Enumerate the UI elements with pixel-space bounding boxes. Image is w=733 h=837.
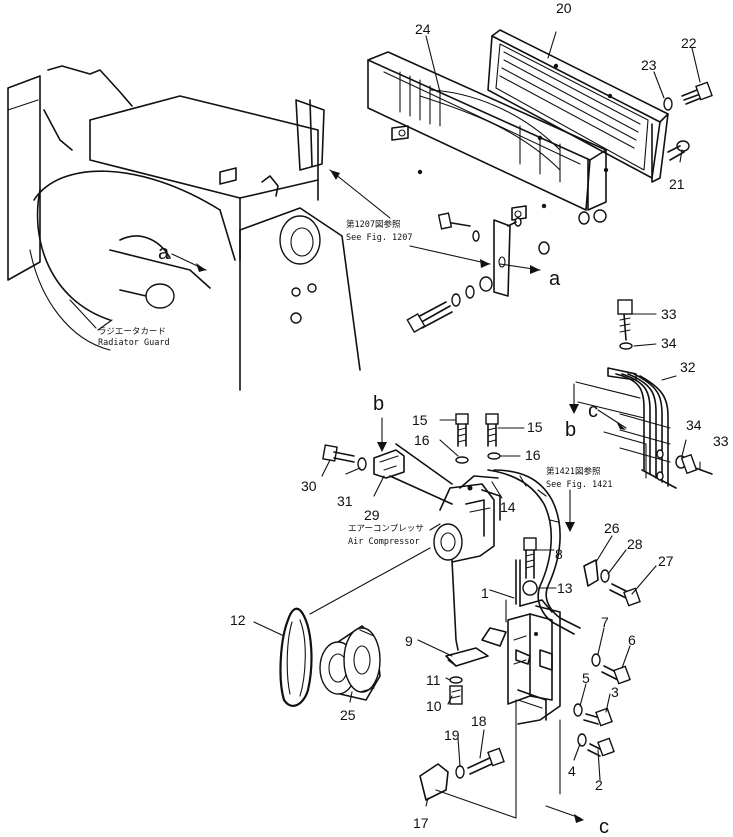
pulley-25	[319, 625, 381, 701]
bracket-17	[419, 763, 449, 801]
bracket-1	[481, 559, 561, 725]
part-label-31: 31	[337, 493, 353, 509]
part-label-34-top: 34	[661, 335, 677, 351]
part-label-26: 26	[604, 520, 620, 536]
part-label-28: 28	[627, 536, 643, 552]
part-label-1: 1	[481, 585, 489, 601]
fig1421-note-jp: 第1421図参照	[546, 466, 601, 477]
part-label-6: 6	[628, 632, 636, 648]
ref-letter-c-top: c	[588, 400, 598, 422]
ref-letter-b-left: b	[373, 393, 384, 415]
part-label-2: 2	[595, 777, 603, 793]
ref-letter-c-bottom: c	[599, 816, 609, 837]
air-compressor-drawing	[433, 475, 501, 651]
bracket-26	[583, 559, 599, 587]
fig1421-note-en: See Fig. 1421	[546, 480, 613, 490]
part-label-27: 27	[658, 553, 674, 569]
part-label-11: 11	[426, 672, 441, 688]
leader-lines	[253, 31, 701, 807]
part-label-25: 25	[340, 707, 356, 723]
part-label-15-left: 15	[412, 412, 428, 428]
ref-letter-b-right: b	[565, 419, 576, 441]
part-label-17: 17	[413, 815, 429, 831]
part-label-24: 24	[415, 21, 431, 37]
part-label-14: 14	[500, 499, 516, 515]
part-label-30: 30	[301, 478, 317, 494]
hose-clamp-bracket-32	[575, 367, 677, 489]
part-label-7: 7	[601, 614, 609, 630]
part-label-22: 22	[681, 35, 697, 51]
hose-line	[493, 469, 581, 629]
part-label-12: 12	[230, 612, 246, 628]
part-label-9: 9	[405, 633, 413, 649]
bracket-group-1207	[406, 212, 550, 334]
screen-frame-20-drawing	[487, 29, 669, 183]
part-label-33-top: 33	[661, 306, 677, 322]
air-compressor-label-jp: エアーコンプレッサ	[348, 524, 424, 534]
part-label-18: 18	[471, 713, 487, 729]
bracket-9	[445, 647, 489, 667]
part-label-20: 20	[556, 0, 572, 16]
part-label-21: 21	[669, 176, 685, 192]
part-label-15-right: 15	[527, 419, 543, 435]
part-label-33-right: 33	[713, 433, 729, 449]
part-label-23: 23	[641, 57, 657, 73]
part-label-29: 29	[364, 507, 380, 523]
radiator-guard-leader	[97, 319, 113, 331]
radiator-guard-label-jp: ラジエータカード	[98, 327, 166, 337]
v-belt-12	[279, 607, 313, 707]
part-label-34-right: 34	[686, 417, 702, 433]
radiator-guard-label-en: Radiator Guard	[98, 338, 170, 348]
part-label-8: 8	[555, 546, 563, 562]
part-label-13: 13	[557, 580, 573, 596]
fig1207-note-en: See Fig. 1207	[346, 233, 413, 243]
ref-letter-a-right: a	[549, 268, 561, 290]
radiator-guard-drawing	[7, 65, 361, 391]
part-label-32: 32	[680, 359, 696, 375]
part-label-4: 4	[568, 763, 576, 779]
fig1207-note-jp: 第1207図参照	[346, 219, 401, 230]
bracket-29	[373, 449, 405, 479]
part-label-5: 5	[582, 670, 590, 686]
part-label-10: 10	[426, 698, 442, 714]
screen-frame-24-drawing	[367, 51, 607, 221]
part-label-19: 19	[444, 727, 460, 743]
part-label-16-left: 16	[414, 432, 430, 448]
part-label-3: 3	[611, 684, 619, 700]
air-compressor-label-en: Air Compressor	[348, 537, 420, 547]
part-label-16-right: 16	[525, 447, 541, 463]
ref-letter-a-left: a	[158, 242, 170, 264]
